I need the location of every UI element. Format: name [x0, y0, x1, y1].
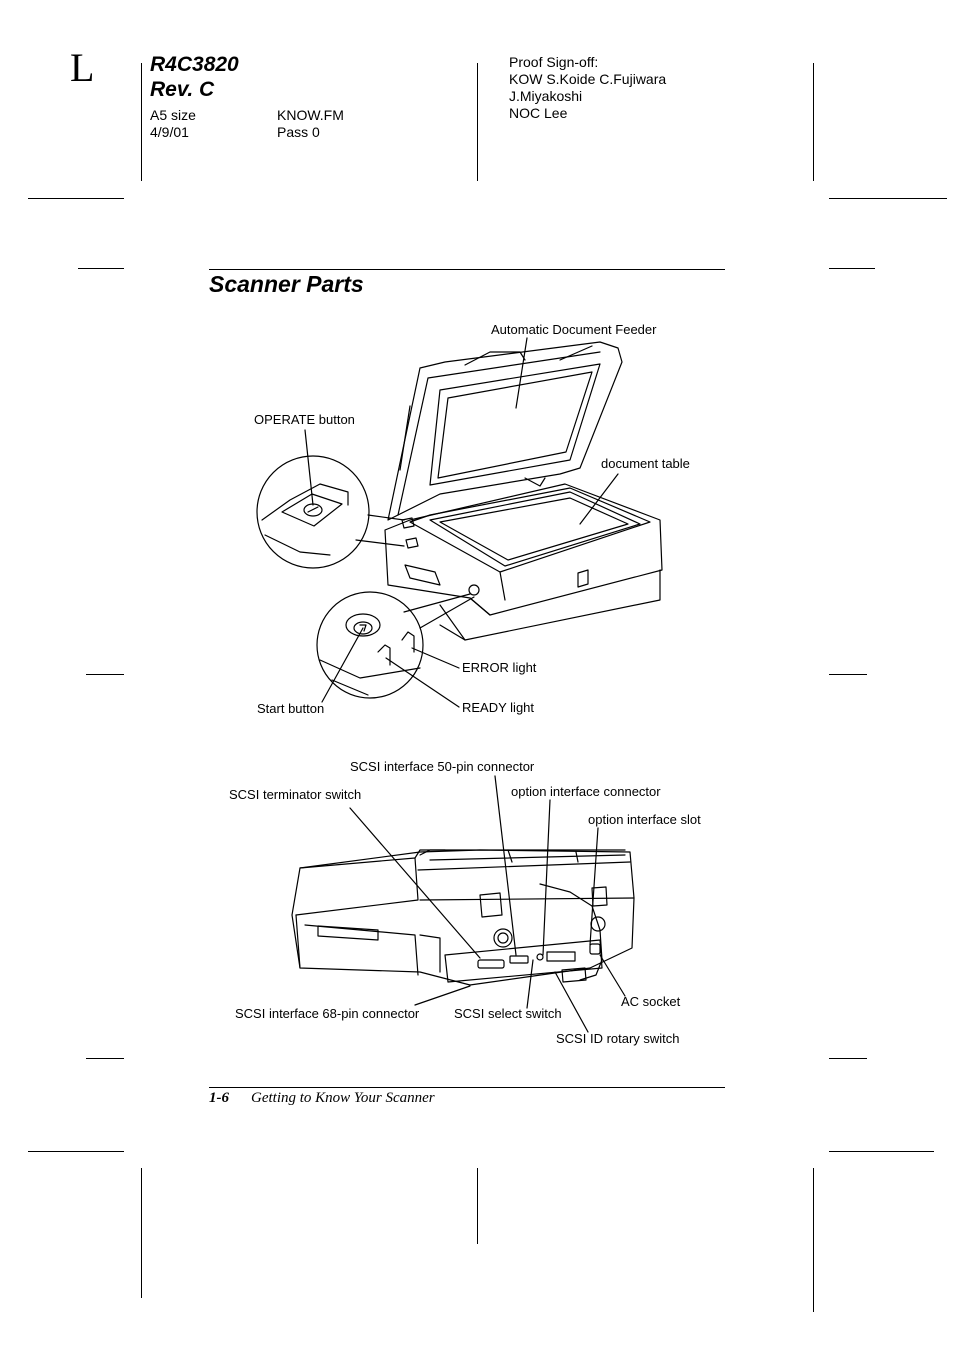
crop-mark [829, 268, 875, 269]
crop-mark [28, 198, 124, 199]
pass-label: Pass 0 [277, 124, 320, 140]
proof-line: KOW S.Koide C.Fujiwara [509, 71, 667, 87]
proof-line: NOC Lee [509, 105, 568, 121]
model-line-2: Rev. C [150, 78, 215, 101]
file-label: KNOW.FM [277, 107, 344, 123]
label-error-light: ERROR light [462, 660, 537, 675]
label-scsi-select: SCSI select switch [454, 1006, 562, 1021]
label-scsi-50pin: SCSI interface 50-pin connector [350, 759, 535, 774]
proof-signoff: Proof Sign-off: KOW S.Koide C.Fujiwara J… [509, 54, 666, 122]
model-name: R4C3820 Rev. C [150, 52, 239, 102]
label-ac-socket: AC socket [621, 994, 681, 1009]
label-adf: Automatic Document Feeder [491, 322, 657, 337]
crop-mark [829, 198, 947, 199]
crop-mark [28, 1151, 124, 1152]
label-start-button: Start button [257, 701, 325, 716]
page-footer: 1-6 Getting to Know Your Scanner [209, 1090, 435, 1107]
model-line-1: R4C3820 [150, 53, 239, 76]
size-label: A5 size [150, 107, 196, 123]
section-title: Scanner Parts [209, 271, 364, 297]
crop-mark [477, 1168, 478, 1244]
label-operate-button: OPERATE button [254, 412, 355, 427]
crop-mark [829, 1058, 867, 1059]
label-option-connector: option interface connector [511, 784, 661, 799]
label-document-table: document table [601, 456, 690, 471]
crop-mark [813, 1168, 814, 1312]
crop-mark [813, 63, 814, 181]
scanner-front-illustration [256, 337, 663, 708]
proof-line: J.Miyakoshi [509, 88, 583, 104]
scanner-rear-illustration [291, 775, 635, 1033]
header-letter: L [70, 45, 95, 90]
page-number: 1-6 [209, 1090, 229, 1106]
crop-mark [477, 63, 478, 181]
title-rule [209, 269, 725, 270]
crop-mark [141, 1168, 142, 1298]
crop-mark [829, 674, 867, 675]
crop-mark [86, 674, 124, 675]
crop-mark [86, 1058, 124, 1059]
crop-mark [829, 1151, 934, 1152]
crop-mark [141, 63, 142, 181]
label-scsi-terminator: SCSI terminator switch [229, 787, 362, 802]
footer-rule [209, 1087, 725, 1088]
label-scsi-rotary: SCSI ID rotary switch [556, 1031, 680, 1046]
proof-line: Proof Sign-off: [509, 54, 599, 70]
label-ready-light: READY light [462, 700, 535, 715]
chapter-title: Getting to Know Your Scanner [251, 1090, 435, 1106]
date-label: 4/9/01 [150, 124, 189, 140]
crop-mark [78, 268, 124, 269]
label-scsi-68pin: SCSI interface 68-pin connector [235, 1006, 420, 1021]
label-option-slot: option interface slot [588, 812, 701, 827]
